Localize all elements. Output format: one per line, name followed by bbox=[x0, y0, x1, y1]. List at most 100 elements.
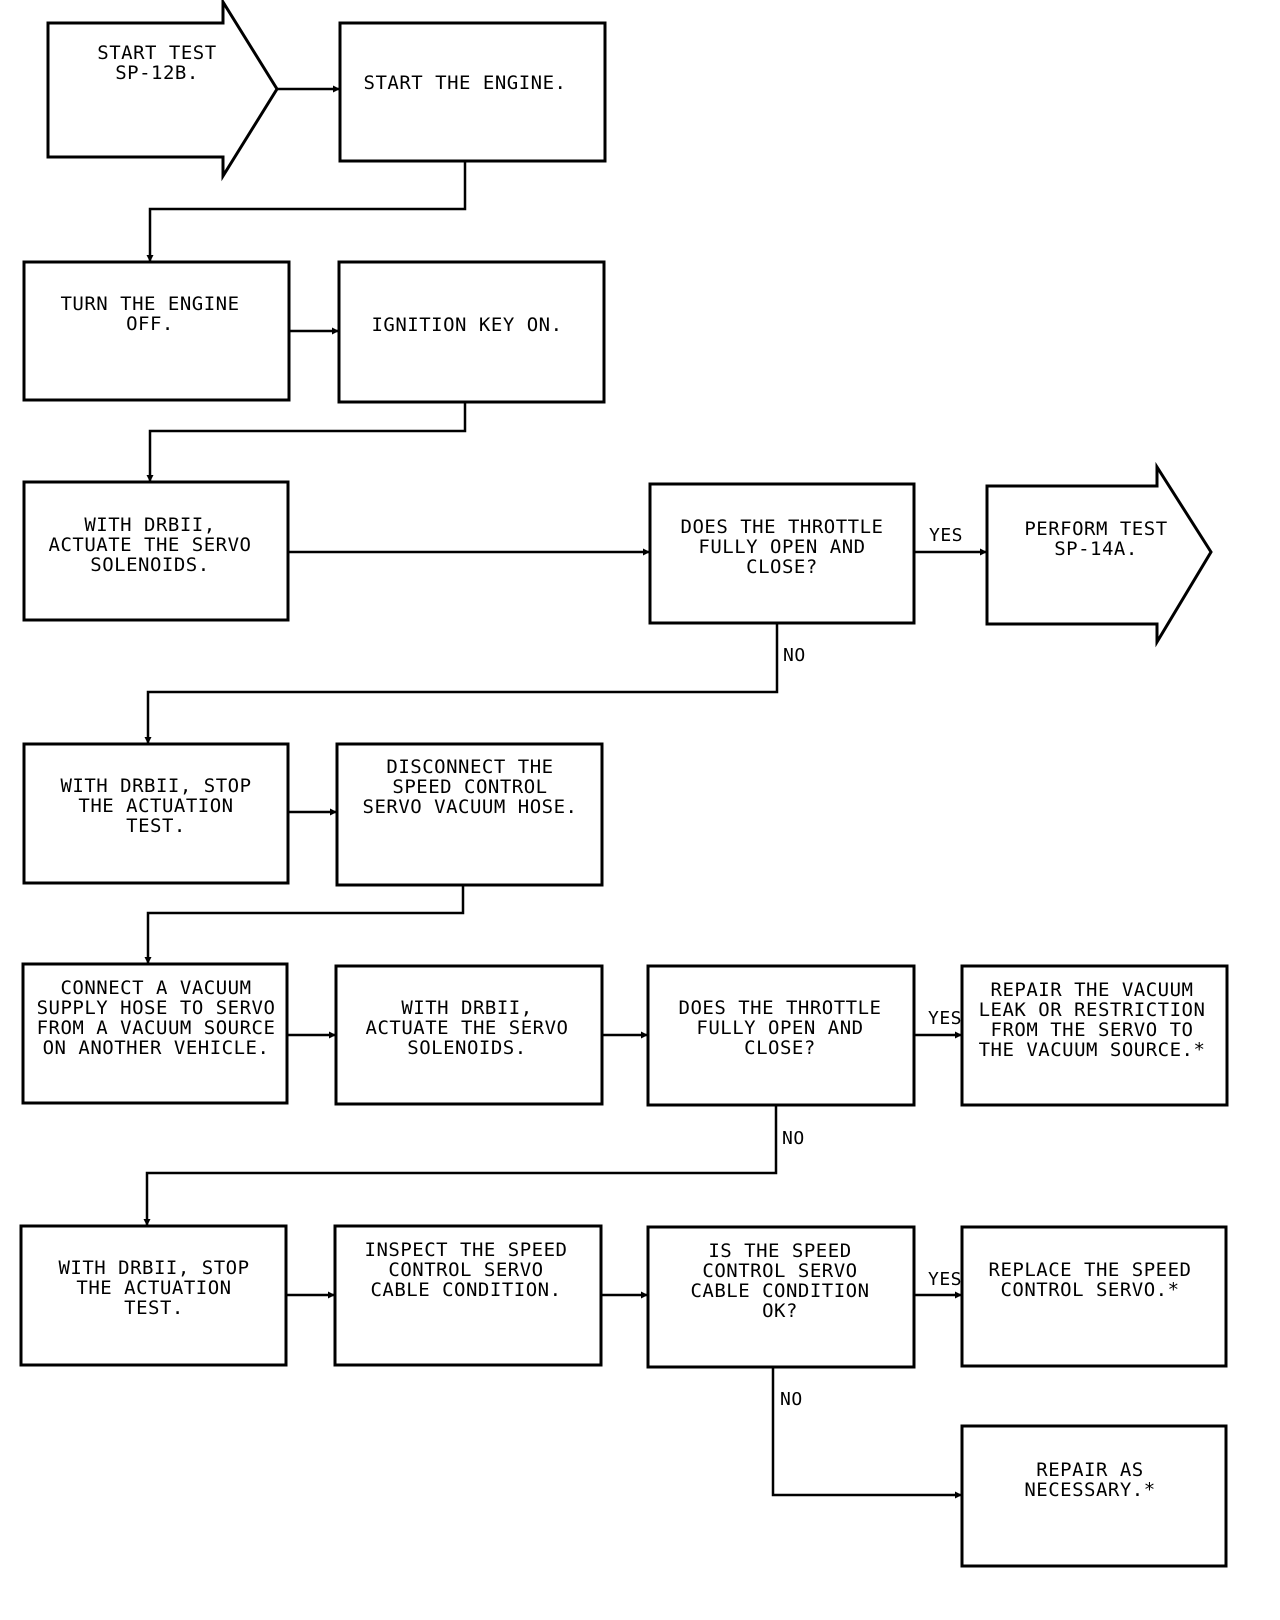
node-text-line: WITH DRBII, STOP bbox=[60, 775, 251, 797]
node-text-line: THE ACTUATION bbox=[78, 795, 233, 817]
turn-engine-off-box bbox=[22, 260, 291, 402]
node-text-line: DISCONNECT THE bbox=[386, 756, 553, 778]
node-text-line: OK? bbox=[762, 1300, 798, 1322]
node-text-line: CLOSE? bbox=[746, 556, 818, 578]
node-text-line: WITH DRBII, STOP bbox=[58, 1257, 249, 1279]
node-text-line: TEST. bbox=[124, 1297, 184, 1319]
branch-label-q1-no: NO bbox=[783, 645, 806, 666]
connect-vacuum-box bbox=[21, 962, 289, 1105]
node-text-line: IS THE SPEED bbox=[708, 1240, 851, 1262]
disconnect-hose-box bbox=[335, 742, 604, 887]
node-text-line: THE ACTUATION bbox=[76, 1277, 231, 1299]
throttle-decision-box-1 bbox=[648, 482, 916, 625]
connector-q2-no bbox=[143, 1105, 778, 1226]
start-arrow-shape bbox=[46, 0, 279, 182]
node-text-line: SOLENOIDS. bbox=[90, 554, 209, 576]
branch-label-q3-no: NO bbox=[780, 1389, 803, 1410]
node-text-line: IGNITION KEY ON. bbox=[371, 314, 562, 336]
connector-q1-no bbox=[144, 623, 779, 744]
actuate-servo-box-2 bbox=[334, 964, 604, 1106]
perform-test-arrow-shape bbox=[985, 461, 1213, 648]
shapes bbox=[19, 0, 1229, 1568]
ignition-key-on-box bbox=[337, 260, 606, 404]
node-text-line: LEAK OR RESTRICTION bbox=[979, 999, 1206, 1021]
repair-as-necessary-box bbox=[960, 1424, 1228, 1568]
connectors bbox=[143, 85, 987, 1499]
node-text-line: NECESSARY.* bbox=[1024, 1479, 1155, 1501]
branch-label-q2-no: NO bbox=[782, 1128, 805, 1149]
throttle-decision-box-2 bbox=[646, 964, 916, 1107]
node-text-line: SUPPLY HOSE TO SERVO bbox=[37, 997, 276, 1019]
start-engine-label: START THE ENGINE. bbox=[364, 72, 567, 94]
node-text-line: SPEED CONTROL bbox=[392, 776, 547, 798]
inspect-cable-box bbox=[333, 1224, 603, 1367]
connector-engine-to-off bbox=[146, 161, 467, 262]
node-text-line: WITH DRBII, bbox=[401, 997, 532, 1019]
node-text-line: REPLACE THE SPEED bbox=[989, 1259, 1192, 1281]
node-text-line: CONTROL SERVO bbox=[702, 1260, 857, 1282]
node-text-line: DOES THE THROTTLE bbox=[679, 997, 882, 1019]
node-text-line: ON ANOTHER VEHICLE. bbox=[43, 1037, 270, 1059]
node-text-line: SERVO VACUUM HOSE. bbox=[363, 796, 578, 818]
branch-labels: YES NO YES NO YES NO bbox=[780, 525, 963, 1410]
node-text-line: SP-12B. bbox=[115, 62, 199, 84]
cable-decision-box bbox=[646, 1225, 916, 1369]
node-text-line: INSPECT THE SPEED bbox=[365, 1239, 568, 1261]
node-text-line: FULLY OPEN AND bbox=[696, 1017, 863, 1039]
node-text-line: CONNECT A VACUUM bbox=[60, 977, 251, 999]
node-text-line: CONTROL SERVO.* bbox=[1000, 1279, 1179, 1301]
node-text-line: ACTUATE THE SERVO bbox=[49, 534, 252, 556]
node-text-line: CABLE CONDITION. bbox=[370, 1279, 561, 1301]
ignition-key-on-label: IGNITION KEY ON. bbox=[371, 314, 562, 336]
node-text-line: TURN THE ENGINE bbox=[60, 293, 239, 315]
node-text-line: TEST. bbox=[126, 815, 186, 837]
actuate-servo-box-1 bbox=[22, 480, 290, 622]
replace-servo-box bbox=[960, 1225, 1228, 1368]
node-text-line: REPAIR THE VACUUM bbox=[991, 979, 1194, 1001]
node-text-line: REPAIR AS bbox=[1036, 1459, 1143, 1481]
node-text-line: CONTROL SERVO bbox=[388, 1259, 543, 1281]
node-text-line: START TEST bbox=[97, 42, 216, 64]
node-text-line: WITH DRBII, bbox=[84, 514, 215, 536]
stop-actuation-box-2 bbox=[19, 1224, 288, 1367]
node-text-line: OFF. bbox=[126, 313, 174, 335]
connector-ignition-to-actuate1 bbox=[146, 402, 467, 482]
connector-q3-no bbox=[771, 1367, 962, 1499]
node-text-line: THE VACUUM SOURCE.* bbox=[979, 1039, 1206, 1061]
node-text-line: ACTUATE THE SERVO bbox=[366, 1017, 569, 1039]
branch-label-q1-yes: YES bbox=[929, 525, 963, 546]
branch-label-q3-yes: YES bbox=[928, 1269, 962, 1290]
node-text-line: CABLE CONDITION bbox=[690, 1280, 869, 1302]
start-engine-box bbox=[338, 21, 607, 163]
stop-actuation-box-1 bbox=[22, 742, 290, 885]
branch-label-q2-yes: YES bbox=[928, 1008, 962, 1029]
node-text-line: SP-14A. bbox=[1054, 538, 1138, 560]
node-text-line: CLOSE? bbox=[744, 1037, 816, 1059]
connector-disconnect-to-connect bbox=[144, 885, 465, 964]
node-text-line: START THE ENGINE. bbox=[364, 72, 567, 94]
node-text-line: FULLY OPEN AND bbox=[698, 536, 865, 558]
node-text-line: PERFORM TEST bbox=[1024, 518, 1167, 540]
repair-vacuum-box bbox=[960, 964, 1229, 1107]
node-text-line: DOES THE THROTTLE bbox=[681, 516, 884, 538]
node-text-line: FROM A VACUUM SOURCE bbox=[37, 1017, 276, 1039]
node-text-line: SOLENOIDS. bbox=[407, 1037, 526, 1059]
